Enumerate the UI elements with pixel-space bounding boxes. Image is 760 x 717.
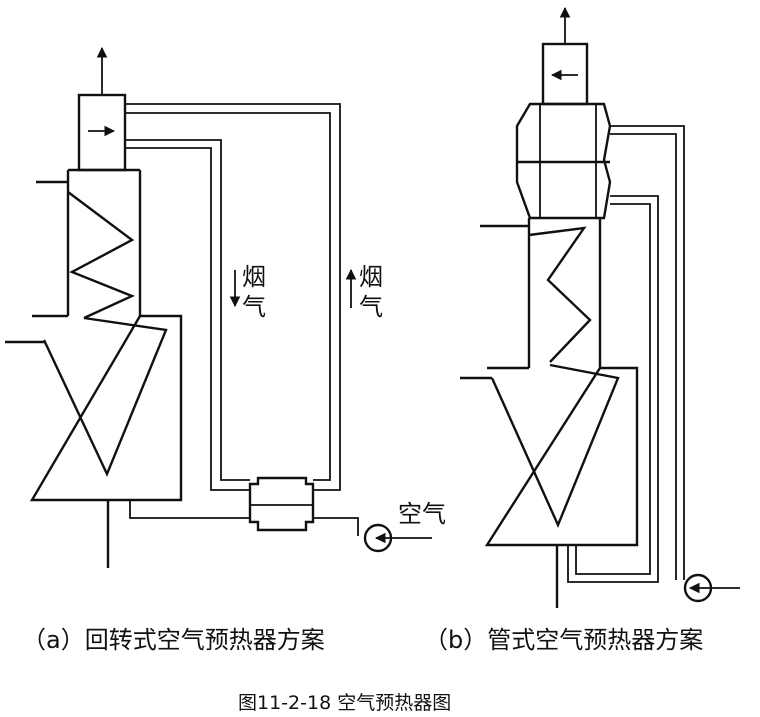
flue-gas-down-label: 烟 气 bbox=[241, 262, 267, 322]
air-to-furnace-duct-b bbox=[567, 195, 659, 583]
flue-gas-duct-down-a-inner bbox=[125, 147, 250, 491]
flue-gas-up-label: 烟 气 bbox=[358, 262, 384, 322]
hot-air-duct-up-a-inner bbox=[125, 112, 331, 481]
flue-gas-up-char-1: 烟 bbox=[359, 263, 383, 291]
air-to-fan-duct-a bbox=[313, 517, 359, 536]
caption-b: （b）管式空气预热器方案 bbox=[424, 626, 704, 654]
exhaust-duct-a bbox=[77, 93, 127, 172]
air-to-furnace-duct-b-inner bbox=[575, 203, 651, 575]
tubular-preheater-b bbox=[515, 102, 612, 220]
flue-gas-up-char-2: 气 bbox=[359, 293, 383, 321]
flue-gas-down-char-1: 烟 bbox=[242, 263, 266, 291]
preheater-inner-lines-b bbox=[539, 104, 597, 218]
furnace-flame-b bbox=[490, 363, 620, 529]
scheme-a-rotary bbox=[5, 46, 432, 568]
hot-air-duct-up-a bbox=[125, 103, 341, 491]
caption-a: （a）回转式空气预热器方案 bbox=[22, 626, 325, 654]
air-inlet-label: 空气 bbox=[398, 500, 446, 528]
flue-gas-duct-down-a bbox=[125, 139, 250, 481]
tail-flue-a bbox=[66, 168, 142, 316]
exhaust-duct-b bbox=[541, 42, 589, 106]
hot-air-duct-b-inner bbox=[610, 133, 677, 580]
economizer-coil-b bbox=[528, 226, 592, 363]
economizer-coil-a bbox=[67, 191, 136, 320]
air-return-duct-a bbox=[129, 500, 250, 519]
tail-flue-b bbox=[527, 218, 602, 368]
furnace-b bbox=[484, 366, 639, 547]
figure-title: 图11-2-18 空气预热器图 bbox=[238, 692, 452, 714]
hot-air-duct-b bbox=[610, 125, 685, 580]
rotary-preheater-a bbox=[248, 476, 315, 532]
flue-gas-down-char-2: 气 bbox=[242, 293, 266, 321]
furnace-a bbox=[29, 314, 183, 502]
furnace-flame-a bbox=[42, 316, 168, 477]
scheme-b-tubular bbox=[460, 6, 740, 608]
